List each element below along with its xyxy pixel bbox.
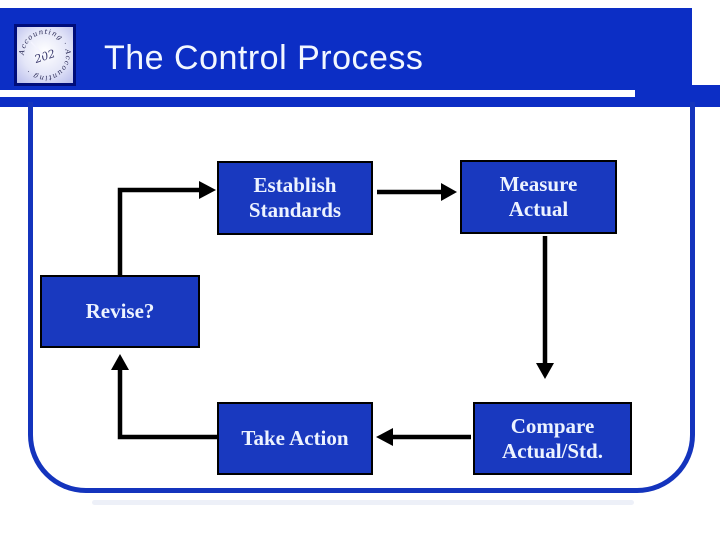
slide-title: The Control Process [104,39,424,77]
content-frame [28,102,695,493]
flow-node-establish-standards: Establish Standards [217,161,373,235]
flow-node-take-action: Take Action [217,402,373,475]
header-bar [0,8,692,90]
slide-shadow [92,500,634,505]
logo-clock-hand [30,41,46,58]
flow-node-compare-actual-std: Compare Actual/Std. [473,402,632,475]
header-underline [0,97,720,107]
flow-node-revise: Revise? [40,275,200,348]
course-logo-icon: Accounting · Accounting · 202 [14,24,76,86]
flow-node-measure-actual: Measure Actual [460,160,617,234]
